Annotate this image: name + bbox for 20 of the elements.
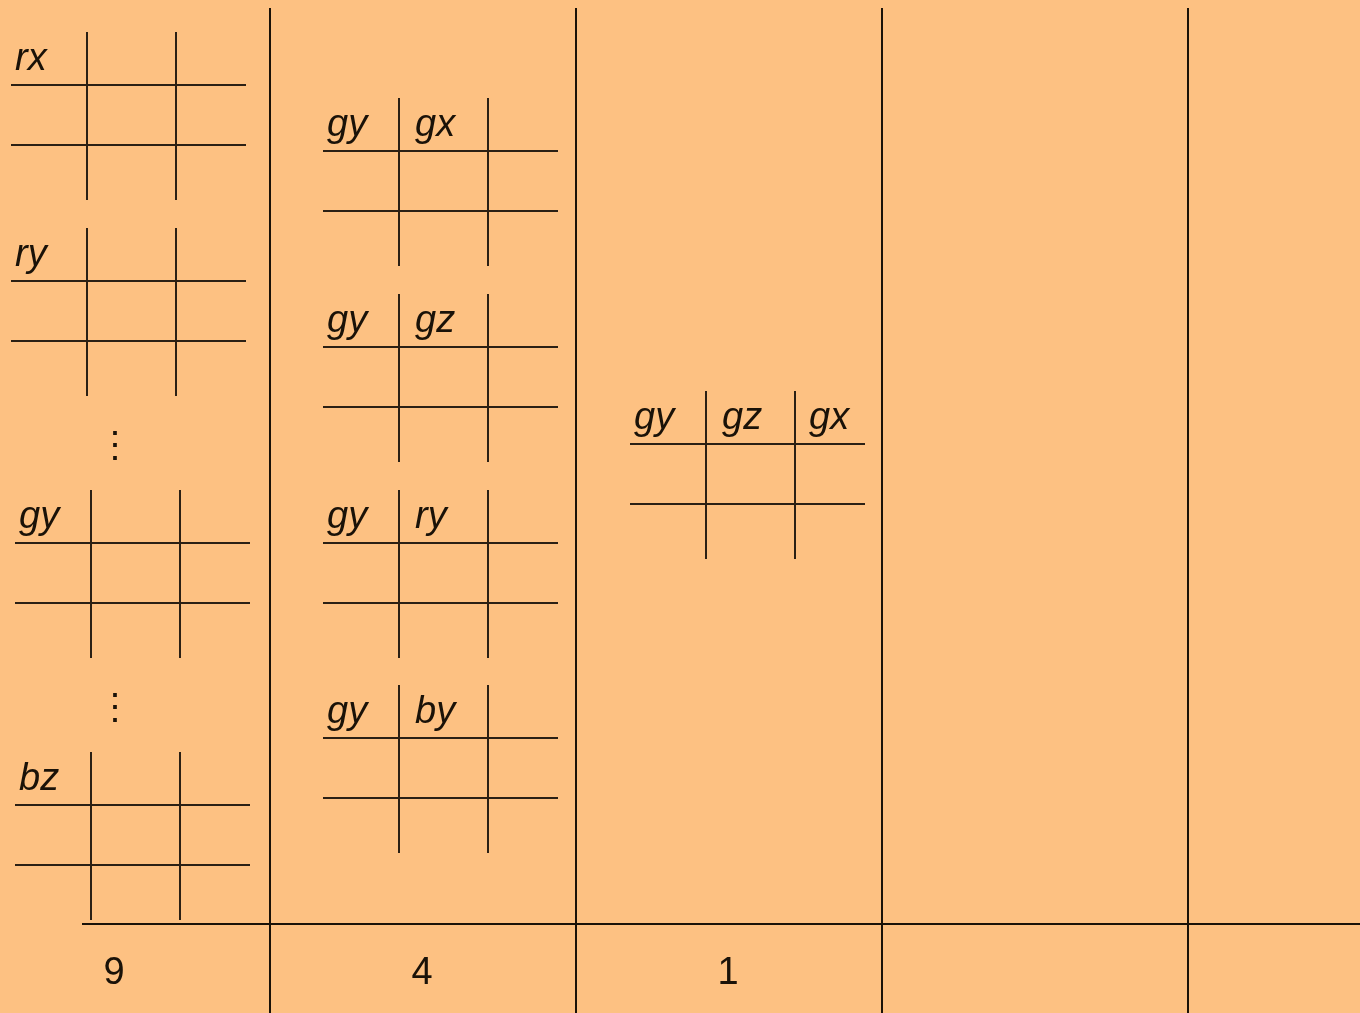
cell-label: bz — [19, 758, 60, 796]
cell-label: ry — [415, 496, 447, 534]
cell-label: gy — [19, 496, 60, 534]
cell-label: ry — [15, 234, 47, 272]
ellipsis-dots: ⋮ — [97, 427, 133, 463]
cell-label: gy — [634, 397, 675, 435]
cell-label: gy — [327, 691, 368, 729]
column-count: 1 — [717, 952, 739, 990]
ellipsis-dots: ⋮ — [97, 689, 133, 725]
cell-label: gz — [722, 397, 763, 435]
cell-label: gx — [415, 104, 456, 142]
column-count: 4 — [411, 952, 433, 990]
cell-label: by — [415, 691, 456, 729]
cell-label: gy — [327, 496, 368, 534]
column-count: 9 — [103, 952, 125, 990]
cell-label: gy — [327, 104, 368, 142]
cell-label: gy — [327, 300, 368, 338]
cell-label: rx — [15, 38, 47, 76]
cell-label: gz — [415, 300, 456, 338]
cell-label: gx — [809, 397, 850, 435]
